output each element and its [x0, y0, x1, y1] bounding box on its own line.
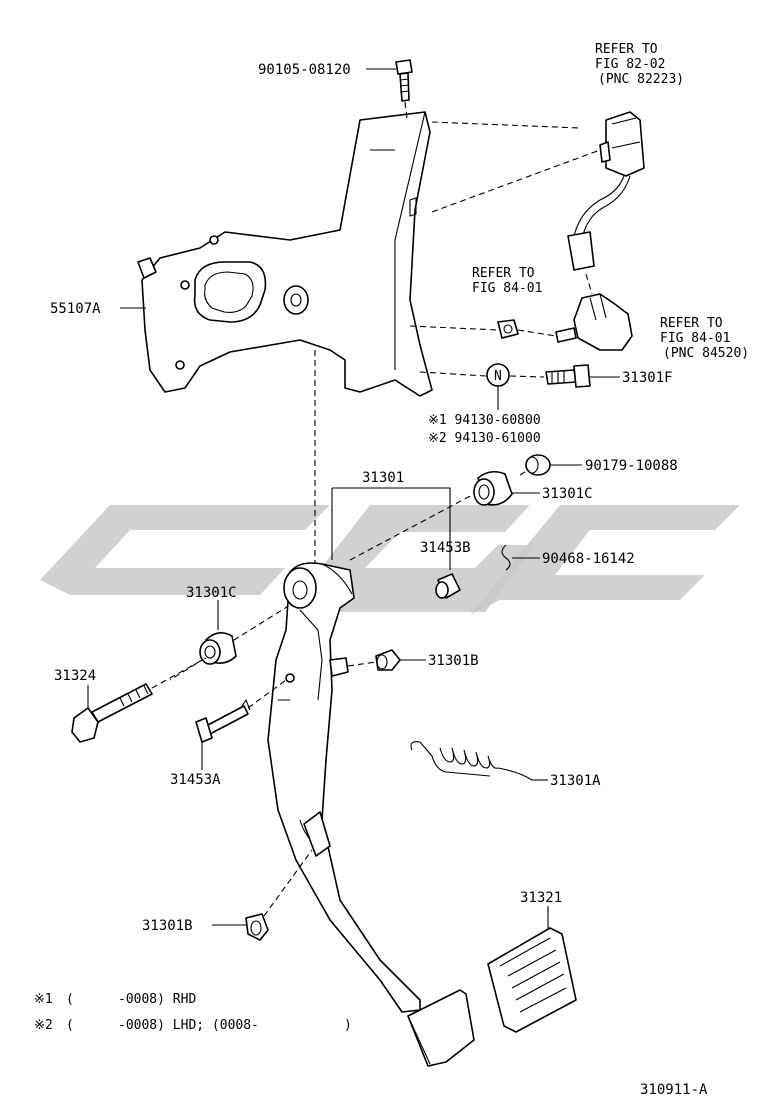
stopper-upper[interactable] — [375, 649, 401, 671]
note1-text: -0008) RHD — [118, 992, 196, 1007]
label-bracket: 55107A — [50, 301, 101, 317]
label-refer-b-1: REFER TO — [472, 266, 535, 281]
note1-open: ( — [66, 992, 74, 1007]
label-refer-a-2: FIG 82-02 — [595, 57, 665, 72]
collar-left[interactable] — [199, 632, 237, 665]
label-refer-c-2: FIG 84-01 — [660, 331, 730, 346]
pedal-bracket[interactable] — [137, 111, 433, 397]
note2-open: ( — [66, 1018, 74, 1033]
note2-close: ) — [344, 1018, 352, 1033]
label-refer-c-1: REFER TO — [660, 316, 723, 331]
label-stopper-lower: 31301B — [142, 918, 193, 934]
bolt-31301f[interactable] — [545, 364, 591, 388]
label-cushion-lower: 31453A — [170, 772, 221, 788]
cushion-upper[interactable] — [435, 573, 461, 599]
pedal-pad-mounted[interactable] — [407, 989, 475, 1067]
diagram-id: 310911-A — [640, 1082, 708, 1098]
label-clip: 90468-16142 — [542, 551, 635, 567]
label-refer-b-2: FIG 84-01 — [472, 281, 542, 296]
label-nut-alt2: ※2 94130-61000 — [428, 431, 541, 446]
label-collar-right: 31301C — [542, 486, 593, 502]
label-collar-left: 31301C — [186, 585, 237, 601]
nut-small[interactable] — [497, 319, 519, 339]
label-stopper-upper: 31301B — [428, 653, 479, 669]
watermark-logo — [40, 505, 740, 615]
return-spring[interactable] — [410, 741, 533, 781]
note2-text: -0008) LHD; (0008- — [118, 1018, 259, 1033]
bushing-right[interactable] — [525, 454, 551, 476]
label-spring: 31301A — [550, 773, 601, 789]
label-pedal-assy: 31301 — [362, 470, 404, 486]
label-refer-a-1: REFER TO — [595, 42, 658, 57]
label-bushing-right: 90179-10088 — [585, 458, 678, 474]
collar-right[interactable] — [473, 470, 513, 506]
label-cushion-upper: 31453B — [420, 540, 471, 556]
label-bolt-31301f: 31301F — [622, 370, 673, 386]
label-bolt-top: 90105-08120 — [258, 62, 351, 78]
label-n-marker: N — [494, 369, 502, 384]
label-refer-c-3: (PNC 84520) — [663, 346, 749, 361]
clip-part[interactable] — [501, 544, 511, 571]
note2-mark: ※2 — [34, 1018, 53, 1033]
sensor-part[interactable] — [555, 293, 633, 351]
brake-pedal-arm[interactable] — [267, 562, 421, 1013]
cushion-lower[interactable] — [195, 698, 251, 743]
label-nut-alt1: ※1 94130-60800 — [428, 413, 541, 428]
label-refer-a-3: (PNC 82223) — [598, 72, 684, 87]
note1-mark: ※1 — [34, 992, 53, 1007]
pedal-pad[interactable] — [487, 927, 577, 1033]
stopper-lower[interactable] — [245, 913, 269, 941]
pivot-bolt[interactable] — [71, 683, 153, 743]
label-pad: 31321 — [520, 890, 562, 906]
label-pivot-bolt: 31324 — [54, 668, 96, 684]
bolt-top[interactable] — [395, 59, 413, 102]
stop-lamp-switch-connector[interactable] — [567, 111, 645, 271]
